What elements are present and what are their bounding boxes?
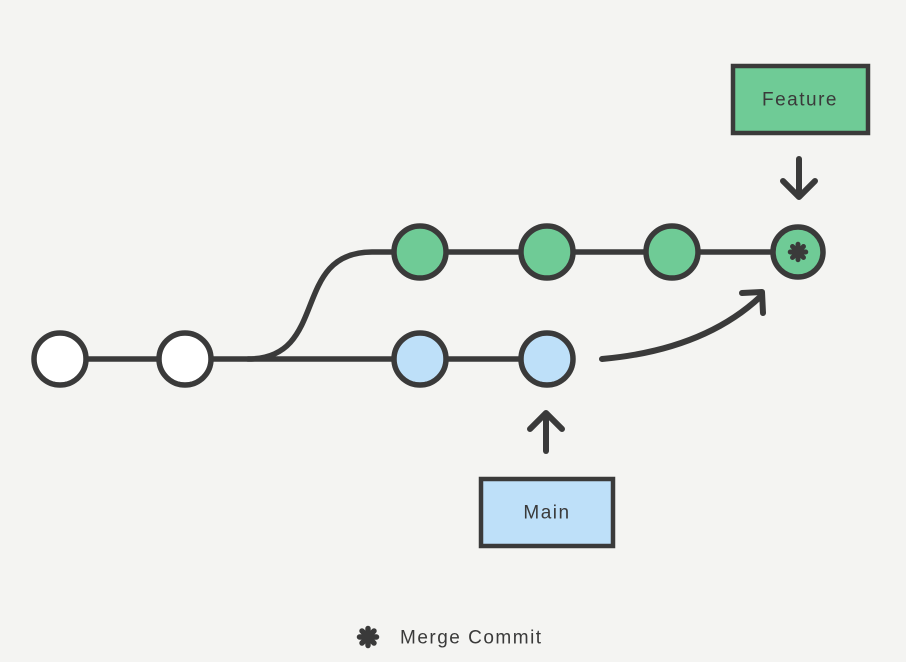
legend-label-text: Merge Commit [400, 628, 543, 649]
merge-arrow-head [739, 289, 766, 316]
merge-arrow-icon [599, 289, 766, 362]
merge-commit-asterisk-icon [790, 244, 806, 260]
feature-commit-2 [518, 223, 576, 281]
main-label-box [478, 476, 616, 549]
main-arrow-head [527, 410, 565, 432]
feature-label: Feature [762, 90, 838, 111]
feature-label-box [730, 63, 871, 136]
feature-branch-line [245, 249, 801, 362]
branch-lines [57, 249, 801, 362]
branch-label-texts: Feature Main [523, 90, 838, 524]
arrows [527, 156, 818, 454]
main-label: Main [523, 503, 570, 524]
feature-commit-1 [391, 223, 449, 281]
feature-commit-3 [643, 223, 701, 281]
feature-pointer-arrow-icon [780, 156, 818, 200]
base-commit-1 [31, 330, 89, 388]
legend-merge-asterisk-icon [359, 628, 376, 645]
main-commit-2 [518, 330, 576, 388]
main-commit-1 [391, 330, 449, 388]
legend: Merge Commit [359, 628, 543, 649]
merge-arrow-shaft [599, 294, 763, 362]
commit-nodes [31, 223, 826, 388]
branch-labels [478, 63, 871, 549]
feature-arrow-head [780, 178, 818, 200]
main-pointer-arrow-icon [527, 410, 565, 454]
base-commit-2 [156, 330, 214, 388]
